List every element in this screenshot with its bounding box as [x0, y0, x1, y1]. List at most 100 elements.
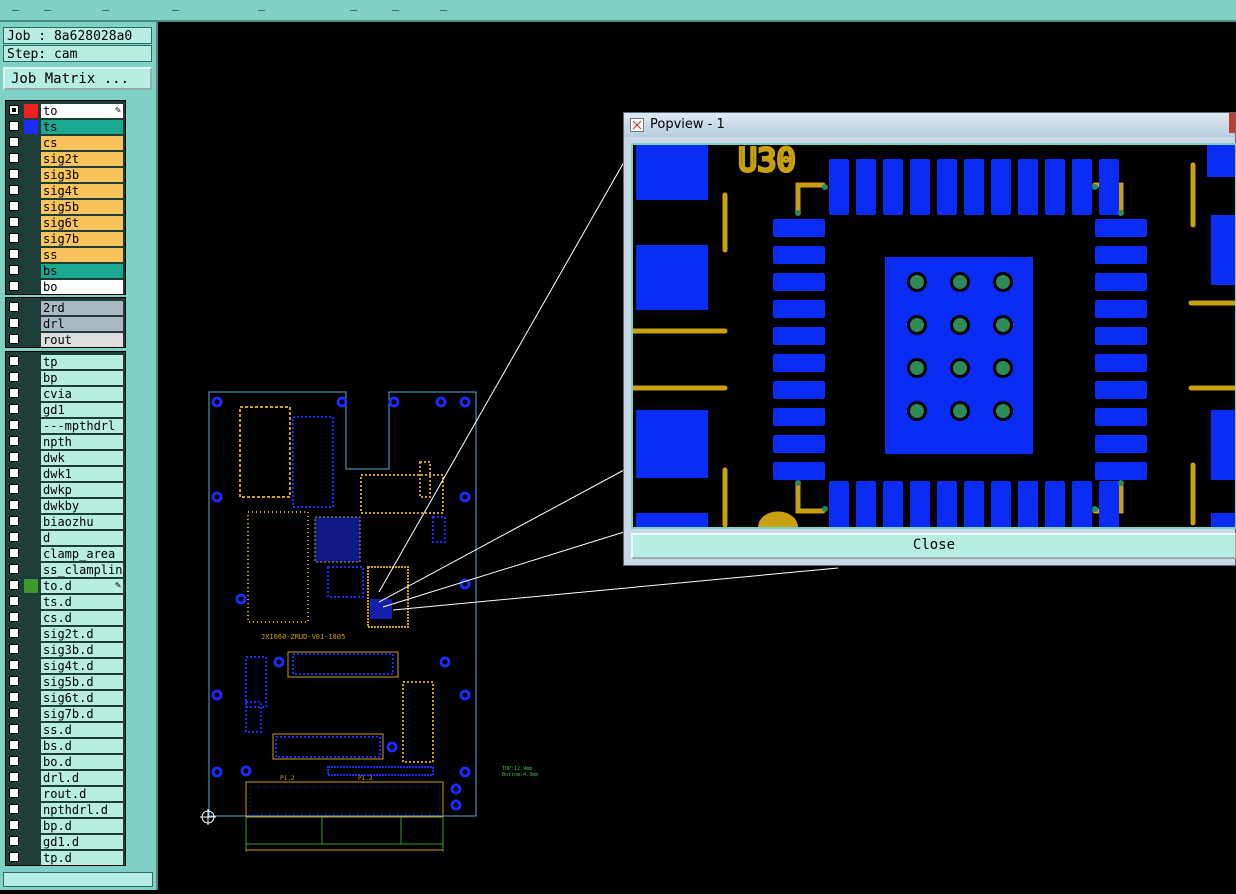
layer-name[interactable]: cs.d: [41, 611, 123, 625]
layer-name[interactable]: ss_clampline: [41, 563, 123, 577]
layer-name[interactable]: sig2t: [41, 152, 123, 166]
layer-checkbox[interactable]: [9, 452, 19, 462]
layer-row-clamparea[interactable]: clamp_area: [6, 546, 125, 562]
layer-name[interactable]: bp.d: [41, 819, 123, 833]
layer-name[interactable]: sig5b.d: [41, 675, 123, 689]
layer-name[interactable]: tp.d: [41, 851, 123, 865]
close-button[interactable]: Close: [631, 533, 1236, 559]
layer-checkbox[interactable]: [9, 436, 19, 446]
layer-checkbox[interactable]: [9, 121, 19, 131]
layer-checkbox[interactable]: [9, 644, 19, 654]
layer-checkbox[interactable]: [9, 388, 19, 398]
layer-row-tpd[interactable]: tp.d: [6, 850, 125, 866]
layer-color-swatch[interactable]: [24, 120, 38, 134]
layer-row-drld[interactable]: drl.d: [6, 770, 125, 786]
layer-name[interactable]: biaozhu: [41, 515, 123, 529]
layer-name[interactable]: bs: [41, 264, 123, 278]
job-matrix-button[interactable]: Job Matrix ...: [3, 67, 152, 90]
layer-checkbox[interactable]: [9, 836, 19, 846]
layer-checkbox[interactable]: [9, 217, 19, 227]
popview-titlebar[interactable]: Popview - 1: [624, 113, 1235, 137]
layer-row-sig5b[interactable]: sig5b: [6, 199, 125, 215]
layer-checkbox[interactable]: [9, 532, 19, 542]
layer-name[interactable]: sig4t: [41, 184, 123, 198]
layer-color-swatch[interactable]: [24, 579, 38, 593]
layer-checkbox[interactable]: [9, 724, 19, 734]
layer-checkbox[interactable]: [9, 281, 19, 291]
layer-name[interactable]: rout.d: [41, 787, 123, 801]
layer-row-d[interactable]: d: [6, 530, 125, 546]
layer-row-bp[interactable]: bp: [6, 370, 125, 386]
layer-row-sig7bd[interactable]: sig7b.d: [6, 706, 125, 722]
layer-checkbox[interactable]: [9, 233, 19, 243]
layer-row-sig7b[interactable]: sig7b: [6, 231, 125, 247]
layer-color-swatch[interactable]: [24, 104, 38, 118]
layer-name[interactable]: to✎: [41, 104, 123, 118]
layer-name[interactable]: sig3b: [41, 168, 123, 182]
layer-checkbox[interactable]: [9, 500, 19, 510]
layer-checkbox[interactable]: [9, 516, 19, 526]
layer-checkbox[interactable]: [9, 318, 19, 328]
layer-name[interactable]: sig4t.d: [41, 659, 123, 673]
layer-name[interactable]: sig3b.d: [41, 643, 123, 657]
layer-name[interactable]: dwkp: [41, 483, 123, 497]
layer-name[interactable]: sig7b.d: [41, 707, 123, 721]
layer-row-ss[interactable]: ss: [6, 247, 125, 263]
layer-row-mpthdrl[interactable]: ---mpthdrl: [6, 418, 125, 434]
layer-name[interactable]: sig7b: [41, 232, 123, 246]
layer-checkbox[interactable]: [9, 596, 19, 606]
layer-checkbox[interactable]: [9, 372, 19, 382]
layer-name[interactable]: clamp_area: [41, 547, 123, 561]
layer-row-bsd[interactable]: bs.d: [6, 738, 125, 754]
popview-canvas[interactable]: U30: [631, 143, 1236, 529]
layer-row-ts[interactable]: ts: [6, 119, 125, 135]
layer-row-bs[interactable]: bs: [6, 263, 125, 279]
layer-checkbox[interactable]: [9, 137, 19, 147]
layer-checkbox[interactable]: [9, 548, 19, 558]
layer-checkbox[interactable]: [9, 628, 19, 638]
layer-name[interactable]: ts.d: [41, 595, 123, 609]
layer-checkbox[interactable]: [9, 420, 19, 430]
layer-name[interactable]: ts: [41, 120, 123, 134]
layer-name[interactable]: 2rd: [41, 301, 123, 315]
layer-name[interactable]: to.d✎: [41, 579, 123, 593]
layer-row-cs[interactable]: cs: [6, 135, 125, 151]
layer-checkbox[interactable]: [9, 265, 19, 275]
layer-row-routd[interactable]: rout.d: [6, 786, 125, 802]
layer-checkbox[interactable]: [9, 580, 19, 590]
layer-checkbox[interactable]: [9, 612, 19, 622]
layer-checkbox[interactable]: [9, 169, 19, 179]
layer-checkbox[interactable]: [9, 302, 19, 312]
close-window-icon[interactable]: [1229, 113, 1235, 133]
layer-name[interactable]: sig2t.d: [41, 627, 123, 641]
layer-name[interactable]: drl.d: [41, 771, 123, 785]
layer-row-sig2t[interactable]: sig2t: [6, 151, 125, 167]
layer-name[interactable]: gd1.d: [41, 835, 123, 849]
layer-checkbox[interactable]: [9, 692, 19, 702]
layer-row-npthdrld[interactable]: npthdrl.d: [6, 802, 125, 818]
layer-name[interactable]: ss: [41, 248, 123, 262]
layer-row-sig5bd[interactable]: sig5b.d: [6, 674, 125, 690]
layer-name[interactable]: bp: [41, 371, 123, 385]
layer-row-sig4t[interactable]: sig4t: [6, 183, 125, 199]
layer-row-sig3b[interactable]: sig3b: [6, 167, 125, 183]
layer-row-sig3bd[interactable]: sig3b.d: [6, 642, 125, 658]
layer-checkbox[interactable]: [9, 404, 19, 414]
layer-name[interactable]: rout: [41, 333, 123, 347]
layer-checkbox[interactable]: [9, 334, 19, 344]
layer-checkbox[interactable]: [9, 772, 19, 782]
layer-name[interactable]: bo.d: [41, 755, 123, 769]
layer-row-2rd[interactable]: 2rd: [6, 300, 125, 316]
layer-row-rout[interactable]: rout: [6, 332, 125, 348]
layer-row-to[interactable]: to✎: [6, 103, 125, 119]
layer-name[interactable]: npthdrl.d: [41, 803, 123, 817]
layer-name[interactable]: dwk1: [41, 467, 123, 481]
layer-row-drl[interactable]: drl: [6, 316, 125, 332]
layer-row-dwkp[interactable]: dwkp: [6, 482, 125, 498]
layer-row-tod[interactable]: to.d✎: [6, 578, 125, 594]
layer-name[interactable]: cs: [41, 136, 123, 150]
layer-name[interactable]: ss.d: [41, 723, 123, 737]
layer-checkbox[interactable]: [9, 804, 19, 814]
layer-row-bod[interactable]: bo.d: [6, 754, 125, 770]
layer-checkbox[interactable]: [9, 249, 19, 259]
